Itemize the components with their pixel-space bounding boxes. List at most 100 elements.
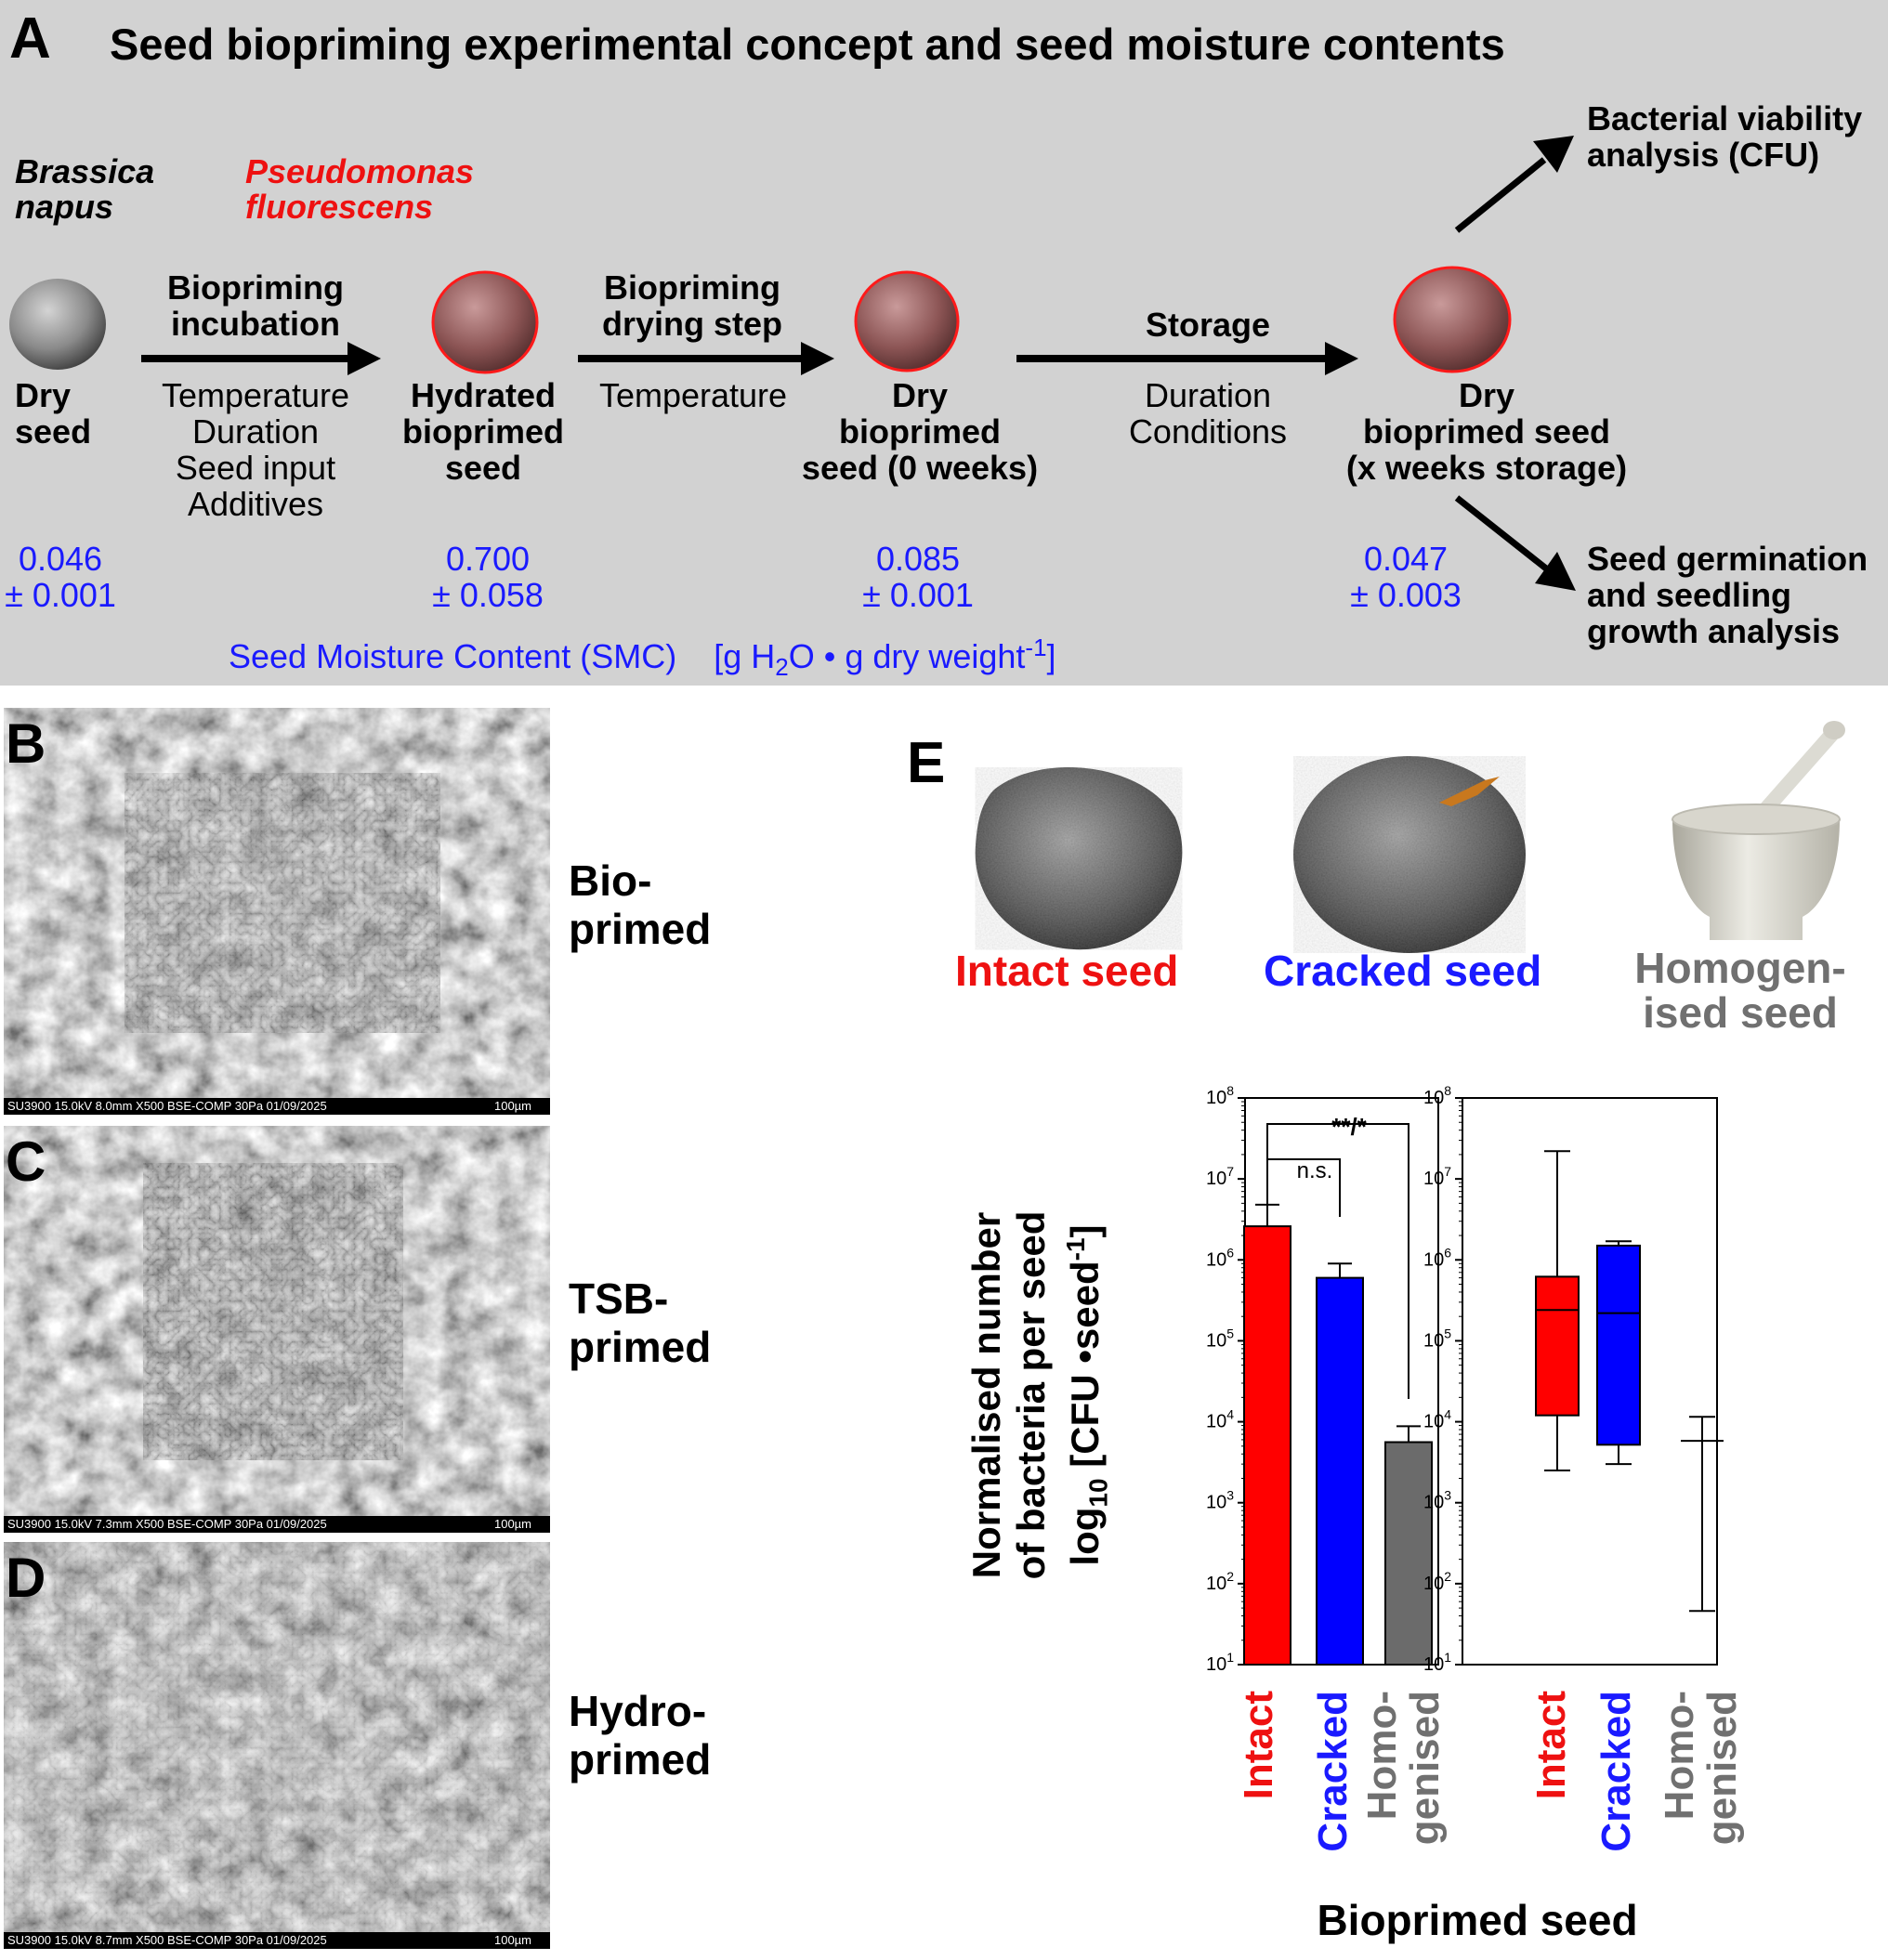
mortar-pestle-image xyxy=(1672,721,1845,940)
stage-label-hydrated: Hydrated bioprimed seed xyxy=(390,377,576,486)
sem-info-text: SU3900 15.0kV 7.3mm X500 BSE-COMP 30Pa 0… xyxy=(7,1517,327,1531)
stage-line: (x weeks storage) xyxy=(1345,449,1628,487)
smc-mean: 0.046 xyxy=(18,540,103,578)
stored-seed-image xyxy=(1393,266,1512,373)
x-category-label: Homo-genised xyxy=(1657,1691,1745,1845)
arrow-title-line: drying step xyxy=(601,305,783,343)
y-tick-label: 104 xyxy=(1206,1407,1234,1432)
species-line: Brassica xyxy=(15,152,155,190)
sem-label-line: primed xyxy=(569,905,712,953)
seed-type-intact: Intact seed xyxy=(955,947,1179,995)
bar xyxy=(1243,1225,1291,1666)
bar xyxy=(1316,1276,1364,1666)
sem-label-line: Bio- xyxy=(569,856,652,905)
smc-value-dry-bioprimed: 0.085 ± 0.001 xyxy=(853,541,983,613)
panel-letter-c: C xyxy=(6,1130,46,1193)
dry-bioprimed-seed-image xyxy=(854,270,960,372)
smc-unit-part: O • g dry weight xyxy=(788,637,1026,675)
y-tick-label: 106 xyxy=(1206,1245,1234,1270)
sem-micrograph xyxy=(4,1542,550,1932)
param-line: Seed input xyxy=(175,449,336,487)
smc-sd: ± 0.003 xyxy=(1350,576,1462,614)
panel-letter-a: A xyxy=(9,7,51,71)
y-tick-label: 101 xyxy=(1206,1650,1234,1675)
box xyxy=(1596,1244,1641,1446)
smc-unit-subscript: 2 xyxy=(775,653,789,682)
outcome-line: analysis (CFU) xyxy=(1587,136,1820,174)
species-line: Pseudomonas xyxy=(245,152,475,190)
panel-letter-d: D xyxy=(6,1547,46,1609)
stage-label-stored: Dry bioprimed seed (x weeks storage) xyxy=(1338,377,1635,486)
outcome-line: growth analysis xyxy=(1587,612,1841,650)
smc-unit-part: ] xyxy=(1046,637,1056,675)
panel-a-title: Seed biopriming experimental concept and… xyxy=(110,20,1505,69)
y-tick-label: 103 xyxy=(1423,1488,1451,1513)
sem-info-bar: SU3900 15.0kV 7.3mm X500 BSE-COMP 30Pa 0… xyxy=(4,1516,550,1533)
plant-species-label: Brassica napus xyxy=(15,154,154,225)
arrow-title-storage: Storage xyxy=(1078,307,1338,343)
smc-caption-text: Seed Moisture Content (SMC) xyxy=(229,637,677,675)
x-category-label: Intact xyxy=(1236,1691,1281,1800)
arrow-title-line: incubation xyxy=(171,305,340,343)
sem-scale-text: 100µm xyxy=(493,1517,531,1531)
seed-type-homogenised: Homogen- ised seed xyxy=(1624,946,1856,1035)
significance-bracket xyxy=(1266,1158,1341,1224)
panel-letter-e: E xyxy=(907,731,946,795)
arrow-title-line: Biopriming xyxy=(167,268,344,307)
sem-image-hydroprimed: SU3900 15.0kV 8.7mm X500 BSE-COMP 30Pa 0… xyxy=(4,1542,550,1949)
param-line: Conditions xyxy=(1128,412,1288,451)
sem-info-text: SU3900 15.0kV 8.7mm X500 BSE-COMP 30Pa 0… xyxy=(7,1933,327,1947)
flow-arrows xyxy=(141,136,1576,591)
outcome-viability: Bacterial viability analysis (CFU) xyxy=(1587,100,1862,173)
y-tick-label: 107 xyxy=(1206,1164,1234,1189)
sem-label-tsb-primed: TSB- primed xyxy=(569,1274,711,1371)
outcome-line: Seed germination xyxy=(1587,540,1868,578)
param-line: Duration xyxy=(1144,376,1272,414)
smc-sd: ± 0.001 xyxy=(862,576,974,614)
arrowhead xyxy=(1533,136,1574,173)
arrow-germination xyxy=(1454,495,1549,571)
y-tick-label: 104 xyxy=(1423,1407,1451,1432)
stage-line: Dry xyxy=(1458,376,1515,414)
outcome-germination: Seed germination and seedling growth ana… xyxy=(1587,541,1868,649)
sem-image-tsb-primed: SU3900 15.0kV 7.3mm X500 BSE-COMP 30Pa 0… xyxy=(4,1126,550,1533)
sem-scale-text: 100µm xyxy=(493,1099,531,1113)
species-line: napus xyxy=(15,188,114,226)
sem-image-bioprimed: SU3900 15.0kV 8.0mm X500 BSE-COMP 30Pa 0… xyxy=(4,708,550,1115)
cracked-seed-image xyxy=(1293,756,1526,953)
smc-sd: ± 0.001 xyxy=(5,576,116,614)
stage-line: seed xyxy=(15,412,92,451)
stage-label-dry-bioprimed: Dry bioprimed seed (0 weeks) xyxy=(790,377,1050,486)
smc-mean: 0.700 xyxy=(445,540,531,578)
smc-value-hydrated: 0.700 ± 0.058 xyxy=(423,541,553,613)
significance-label: **/* xyxy=(1331,1113,1367,1141)
smc-mean: 0.047 xyxy=(1363,540,1449,578)
drying-params: Temperature xyxy=(582,377,805,413)
y-tick-label: 102 xyxy=(1206,1569,1234,1594)
outcome-line: Bacterial viability xyxy=(1587,99,1863,137)
sem-micrograph xyxy=(4,708,550,1098)
stage-line: bioprimed xyxy=(401,412,564,451)
intact-seed-image xyxy=(975,767,1183,950)
smc-unit-part: [g H xyxy=(714,637,776,675)
y-tick-label: 102 xyxy=(1423,1569,1451,1594)
stage-line: Dry xyxy=(891,376,949,414)
x-category-label: Cracked xyxy=(1310,1691,1356,1852)
panel-letter-b: B xyxy=(6,712,46,775)
dry-seed-image xyxy=(9,279,106,370)
arrowhead xyxy=(1325,342,1358,375)
smc-value-stored: 0.047 ± 0.003 xyxy=(1341,541,1471,613)
bacterium-species-label: Pseudomonas fluorescens xyxy=(245,154,474,225)
seed-type-line: ised seed xyxy=(1643,988,1838,1037)
y-tick-label: 105 xyxy=(1423,1326,1451,1351)
significance-label: n.s. xyxy=(1297,1158,1333,1183)
stage-line: bioprimed seed xyxy=(1362,412,1611,451)
panel-a: A Seed biopriming experimental concept a… xyxy=(0,0,1888,686)
seed-type-cracked: Cracked seed xyxy=(1264,947,1542,995)
sem-label-line: primed xyxy=(569,1323,712,1371)
y-tick-label: 101 xyxy=(1423,1650,1451,1675)
chart-x-axis-label: Bioprimed seed xyxy=(1317,1896,1638,1944)
sem-info-text: SU3900 15.0kV 8.0mm X500 BSE-COMP 30Pa 0… xyxy=(7,1099,327,1113)
sem-info-bar: SU3900 15.0kV 8.7mm X500 BSE-COMP 30Pa 0… xyxy=(4,1932,550,1949)
